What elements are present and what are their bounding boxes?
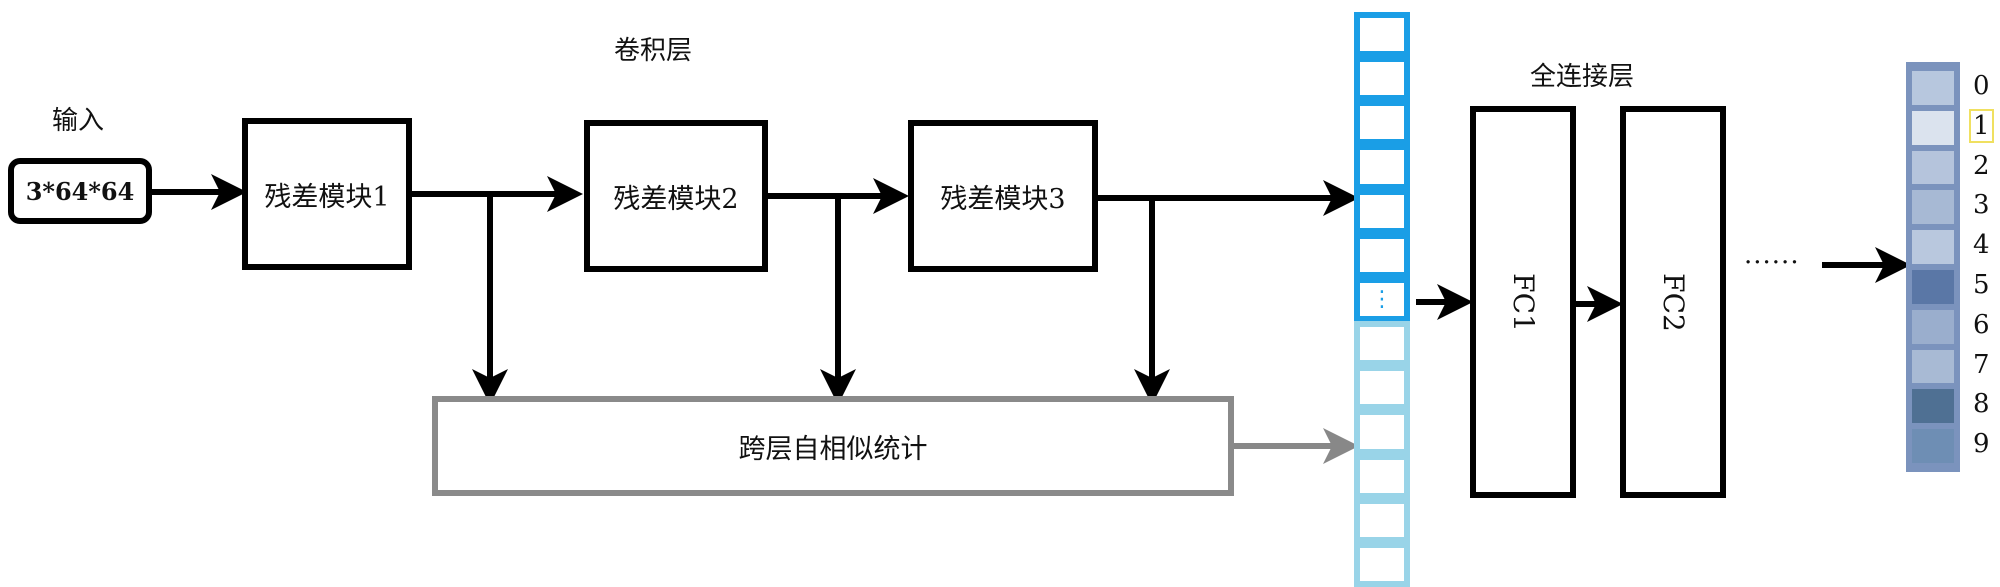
fc2-label: FC2 bbox=[1656, 272, 1690, 332]
input-box: 3*64*64 bbox=[8, 158, 152, 224]
output-cell bbox=[1912, 349, 1954, 384]
feature-cell-conv bbox=[1354, 144, 1410, 190]
output-class-label: 7 bbox=[1973, 349, 1990, 380]
feature-cell-conv bbox=[1354, 12, 1410, 58]
residual-block-3: 残差模块3 bbox=[908, 120, 1098, 272]
output-cell bbox=[1912, 150, 1954, 185]
output-class-label: 6 bbox=[1973, 309, 1990, 340]
input-title: 输入 bbox=[52, 106, 105, 136]
cross-layer-stats-box: 跨层自相似统计 bbox=[432, 396, 1234, 496]
fc1-label: FC1 bbox=[1506, 272, 1540, 332]
output-class-label: 3 bbox=[1973, 190, 1990, 221]
feature-cell-stats bbox=[1354, 321, 1410, 367]
fc-ellipsis: ······ bbox=[1744, 248, 1800, 278]
output-cell bbox=[1912, 429, 1954, 463]
feature-cell-conv: ⋮ bbox=[1354, 276, 1410, 323]
output-class-label: 4 bbox=[1973, 230, 1990, 261]
feature-cell-stats bbox=[1354, 365, 1410, 411]
fc2-box: FC2 bbox=[1620, 106, 1726, 498]
feature-vector: ⋮ bbox=[1354, 12, 1410, 587]
output-cell bbox=[1912, 190, 1954, 225]
conv-layer-title: 卷积层 bbox=[614, 36, 693, 66]
feature-cell-conv bbox=[1354, 188, 1410, 234]
output-class-label: 8 bbox=[1973, 389, 1990, 420]
feature-cell-stats bbox=[1354, 497, 1410, 543]
output-cell bbox=[1912, 309, 1954, 344]
feature-cell-stats bbox=[1354, 409, 1410, 455]
feature-cell-conv bbox=[1354, 56, 1410, 102]
output-cell bbox=[1912, 230, 1954, 264]
feature-cell-stats bbox=[1354, 541, 1410, 587]
output-cell bbox=[1912, 110, 1954, 145]
output-class-label: 0 bbox=[1973, 71, 1990, 101]
output-class-label: 9 bbox=[1973, 429, 1990, 460]
residual-block-1: 残差模块1 bbox=[242, 118, 412, 270]
output-cell bbox=[1912, 270, 1954, 304]
fc1-box: FC1 bbox=[1470, 106, 1576, 498]
fc-layer-title: 全连接层 bbox=[1530, 62, 1635, 92]
feature-cell-conv bbox=[1354, 100, 1410, 146]
output-vector bbox=[1906, 62, 1960, 472]
output-class-label: 1 bbox=[1969, 108, 1994, 143]
feature-cell-conv bbox=[1354, 232, 1410, 278]
residual-block-2: 残差模块2 bbox=[584, 120, 768, 272]
feature-ellipsis: ⋮ bbox=[1371, 286, 1393, 312]
output-cell bbox=[1912, 389, 1954, 424]
output-class-label: 5 bbox=[1973, 270, 1990, 300]
output-class-label: 2 bbox=[1973, 150, 1990, 181]
output-cell bbox=[1912, 71, 1954, 105]
feature-cell-stats bbox=[1354, 453, 1410, 499]
output-class-labels: 0 1 2 3 4 5 6 7 8 9 bbox=[1966, 62, 2000, 472]
